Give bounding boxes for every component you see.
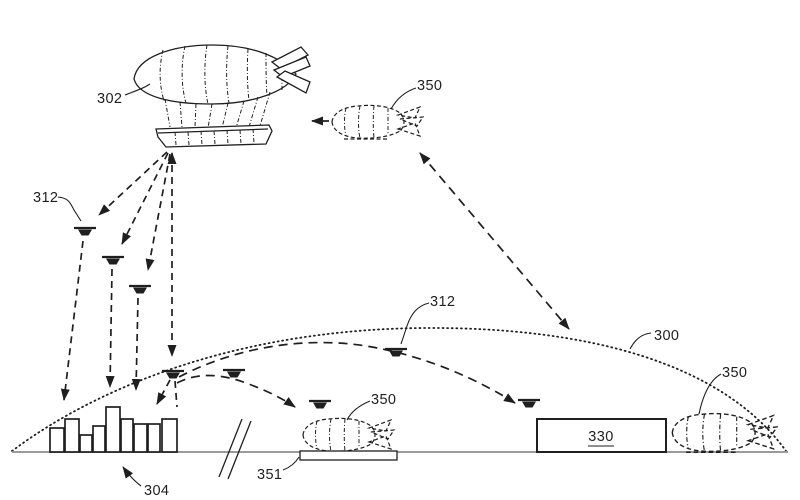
reference-labels: 302 312 350 312 300 350 350 330 351 304 xyxy=(33,78,747,499)
drone-deployment-paths xyxy=(60,151,178,408)
label-airship: 302 xyxy=(97,91,122,107)
drone-icon xyxy=(127,284,153,295)
drone-fleet xyxy=(72,226,542,410)
label-coverage: 300 xyxy=(654,328,679,344)
drone-icon xyxy=(100,255,126,266)
airship-302 xyxy=(133,44,311,148)
tail-fins xyxy=(270,46,311,94)
city-skyline xyxy=(49,406,178,453)
label-shuttle-top: 350 xyxy=(417,78,442,94)
label-shuttle-landed: 350 xyxy=(371,392,396,408)
landing-pad xyxy=(299,450,398,461)
label-drone-left: 312 xyxy=(33,190,58,206)
shuttle-link-arrow xyxy=(419,152,570,330)
drone-icon xyxy=(160,369,186,380)
drone-icon xyxy=(221,368,247,379)
label-city: 304 xyxy=(144,483,169,499)
drone-icon xyxy=(307,399,333,410)
label-shuttle-right: 350 xyxy=(722,365,747,381)
drone-icon xyxy=(516,398,542,409)
shuttle-airship-right xyxy=(671,412,778,453)
shuttle-airship-landed xyxy=(302,417,395,453)
shuttle-airship-top xyxy=(311,104,424,140)
drone-icon xyxy=(72,226,98,237)
cargo-basket xyxy=(155,124,273,148)
label-facility: 330 xyxy=(588,429,613,445)
drone-transit-arcs xyxy=(176,341,516,408)
suspension-cables xyxy=(164,91,271,129)
ground-break-slashes xyxy=(218,418,252,480)
label-drone-mid: 312 xyxy=(430,294,455,310)
label-landing-pad: 351 xyxy=(257,467,282,483)
